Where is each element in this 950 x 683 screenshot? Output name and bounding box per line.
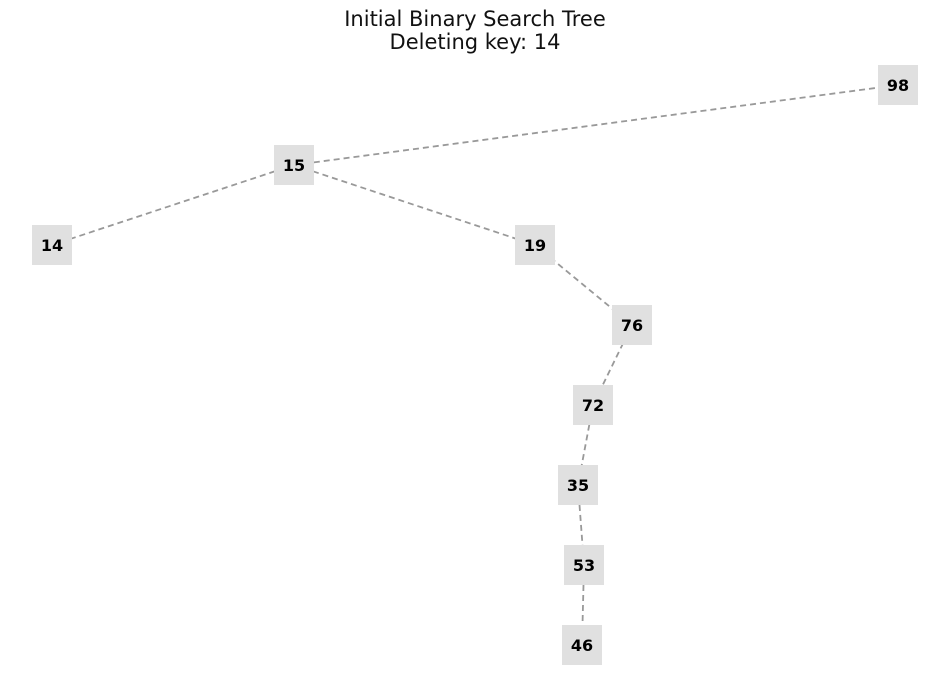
edges-layer	[51, 84, 899, 646]
node-label: 46	[571, 636, 593, 655]
node-box	[573, 385, 613, 425]
diagram-title: Initial Binary Search Tree	[344, 7, 606, 31]
edge-15-98	[293, 84, 899, 166]
tree-node-19: 19	[515, 225, 555, 265]
node-box	[515, 225, 555, 265]
tree-node-53: 53	[564, 545, 604, 585]
node-box	[878, 65, 918, 105]
tree-node-15: 15	[274, 145, 314, 185]
node-label: 76	[621, 316, 643, 335]
tree-node-72: 72	[573, 385, 613, 425]
tree-node-98: 98	[878, 65, 918, 105]
diagram-subtitle: Deleting key: 14	[390, 30, 561, 54]
node-box	[562, 625, 602, 665]
tree-node-35: 35	[558, 465, 598, 505]
node-box	[32, 225, 72, 265]
node-label: 19	[524, 236, 546, 255]
tree-node-76: 76	[612, 305, 652, 345]
node-box	[558, 465, 598, 505]
node-label: 35	[567, 476, 589, 495]
node-label: 53	[573, 556, 595, 575]
nodes-layer: 15 14 98 19 76 72 35 53 46	[32, 65, 918, 665]
tree-node-46: 46	[562, 625, 602, 665]
node-label: 98	[887, 76, 909, 95]
node-label: 15	[283, 156, 305, 175]
node-box	[612, 305, 652, 345]
node-label: 72	[582, 396, 604, 415]
node-label: 14	[41, 236, 63, 255]
tree-node-14: 14	[32, 225, 72, 265]
edge-15-19	[293, 164, 536, 246]
node-box	[274, 145, 314, 185]
edge-15-14	[51, 164, 295, 246]
node-box	[564, 545, 604, 585]
